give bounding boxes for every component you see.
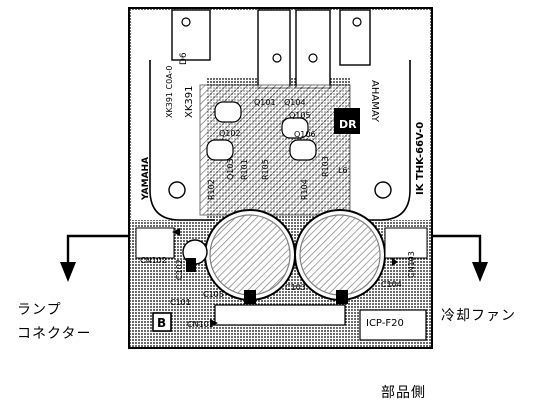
label-C104: C104 [381, 280, 402, 289]
rev-label: D6 [179, 52, 189, 65]
label-Q106: Q106 [294, 130, 316, 139]
dr-tag: DR [339, 118, 357, 131]
board-text: YAMAHA XK391 XK391 C0A-0 D6 AHAMAY IK TH… [140, 52, 426, 330]
part-number: XK391 [184, 86, 195, 119]
icp-label: ICP-F20 [366, 318, 404, 329]
label-R102: R102 [207, 179, 216, 200]
label-Q102: Q102 [219, 129, 241, 138]
left-connector-arrow [60, 234, 129, 282]
b-tag: B [157, 316, 166, 330]
label-C103: C103 [285, 283, 306, 292]
brand-label: YAMAHA [141, 157, 151, 201]
label-CN103: CN103 [407, 251, 416, 278]
label-C102: C102 [175, 259, 184, 280]
label-L6: L6 [338, 166, 348, 175]
label-Q105: Q105 [289, 111, 311, 120]
right-connector-arrow [432, 234, 488, 282]
label-Q104: Q104 [284, 98, 306, 107]
label-R101: R101 [240, 159, 249, 180]
label-C105: C105 [203, 290, 224, 299]
label-CN101: CN101 [187, 320, 214, 329]
label-R105: R105 [261, 159, 270, 180]
label-CN102: CN102 [140, 256, 167, 265]
cooling-fan-label: 冷却ファン [441, 308, 516, 324]
right-vertical-code: IK THK-66V-0 [415, 122, 426, 195]
label-C101: C101 [170, 298, 191, 307]
label-Q101: Q101 [254, 98, 276, 107]
label-R103: R103 [321, 156, 330, 177]
lamp-connector-label-line2: コネクター [17, 326, 92, 342]
label-Q103: Q103 [226, 158, 235, 180]
mirror-text: AHAMAY [369, 80, 380, 123]
component-side-label: 部品側 [381, 385, 426, 401]
lamp-connector-label-line1: ランプ [17, 302, 62, 318]
pcb-board [128, 7, 433, 349]
part-code: XK391 C0A-0 [165, 66, 174, 119]
label-R104: R104 [300, 179, 309, 200]
